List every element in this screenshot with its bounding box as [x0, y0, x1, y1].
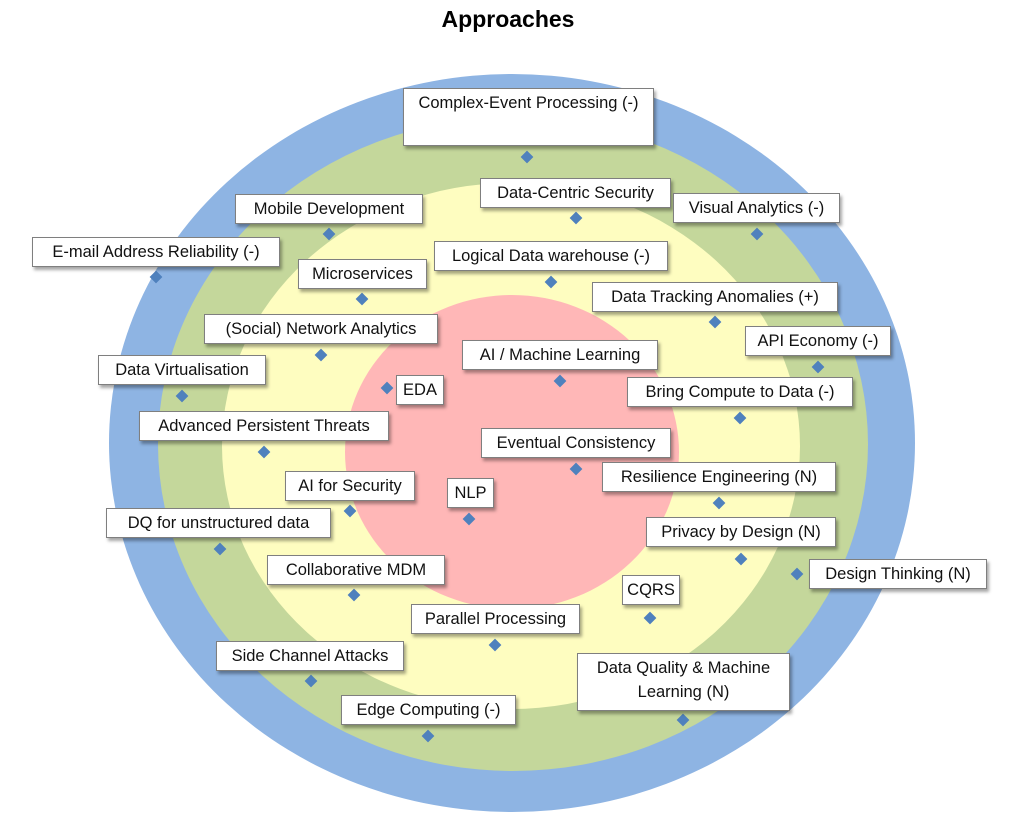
label-ai-machine-learning: AI / Machine Learning [462, 340, 658, 370]
label-mobile-development: Mobile Development [235, 194, 423, 224]
label-eda: EDA [396, 375, 444, 405]
label-ai-for-security: AI for Security [285, 471, 415, 501]
label-api-economy: API Economy (-) [745, 326, 891, 356]
label-complex-event-processing: Complex-Event Processing (-) [403, 88, 654, 146]
label-data-virtualisation: Data Virtualisation [98, 355, 266, 385]
label-design-thinking-n: Design Thinking (N) [809, 559, 987, 589]
label-logical-data-warehouse: Logical Data warehouse (-) [434, 241, 668, 271]
label-bring-compute-to-data: Bring Compute to Data (-) [627, 377, 853, 407]
label-cqrs: CQRS [622, 575, 680, 605]
label-social-network-analytics: (Social) Network Analytics [204, 314, 438, 344]
label-side-channel-attacks: Side Channel Attacks [216, 641, 404, 671]
label-data-tracking-anomalies: Data Tracking Anomalies (+) [592, 282, 838, 312]
label-privacy-by-design-n: Privacy by Design (N) [646, 517, 836, 547]
label-microservices: Microservices [298, 259, 427, 289]
label-e-mail-address-reliability: E-mail Address Reliability (-) [32, 237, 280, 267]
diagram-title: Approaches [441, 6, 575, 32]
label-eventual-consistency: Eventual Consistency [481, 428, 671, 458]
label-data-quality-machine-learning-n: Data Quality & Machine Learning (N) [577, 653, 790, 711]
label-edge-computing: Edge Computing (-) [341, 695, 516, 725]
label-advanced-persistent-threats: Advanced Persistent Threats [139, 411, 389, 441]
label-resilience-engineering-n: Resilience Engineering (N) [602, 462, 836, 492]
label-parallel-processing: Parallel Processing [411, 604, 580, 634]
label-dq-for-unstructured-data: DQ for unstructured data [106, 508, 331, 538]
label-data-centric-security: Data-Centric Security [480, 178, 671, 208]
label-nlp: NLP [447, 478, 494, 508]
label-visual-analytics: Visual Analytics (-) [673, 193, 840, 223]
label-collaborative-mdm: Collaborative MDM [267, 555, 445, 585]
